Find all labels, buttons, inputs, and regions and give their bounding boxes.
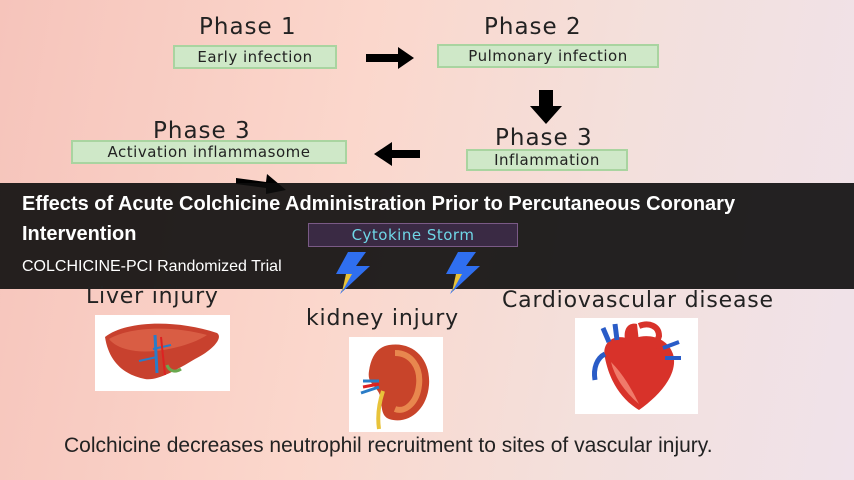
heart-image	[575, 318, 698, 414]
phase-3-activation-box: Activation inflammasome	[71, 140, 347, 164]
banner-subtitle: COLCHICINE-PCI Randomized Trial	[22, 258, 282, 275]
phase-1-box: Early infection	[173, 45, 337, 69]
kidney-injury-label: kidney injury	[306, 306, 459, 331]
phase-3-title: Phase 3	[495, 125, 593, 151]
phase-3-left-title: Phase 3	[153, 118, 251, 144]
down-arrow-icon	[530, 90, 562, 124]
phase-3-inflammation-box: Inflammation	[466, 149, 628, 171]
caption-text: Colchicine decreases neutrophil recruitm…	[64, 434, 713, 457]
liver-image	[95, 315, 230, 391]
phase-1-title: Phase 1	[199, 14, 297, 40]
cardiovascular-disease-label: Cardiovascular disease	[502, 288, 774, 313]
lightning-icon	[446, 252, 480, 294]
liver-injury-label: Liver injury	[86, 284, 219, 309]
left-arrow-icon	[374, 142, 420, 166]
cytokine-storm-box: Cytokine Storm	[308, 223, 518, 247]
lightning-icon	[336, 252, 370, 294]
banner-title: Effects of Acute Colchicine Administrati…	[22, 193, 736, 245]
right-arrow-icon	[366, 47, 414, 69]
phase-2-title: Phase 2	[484, 14, 582, 40]
phase-2-box: Pulmonary infection	[437, 44, 659, 68]
kidney-image	[349, 337, 443, 432]
